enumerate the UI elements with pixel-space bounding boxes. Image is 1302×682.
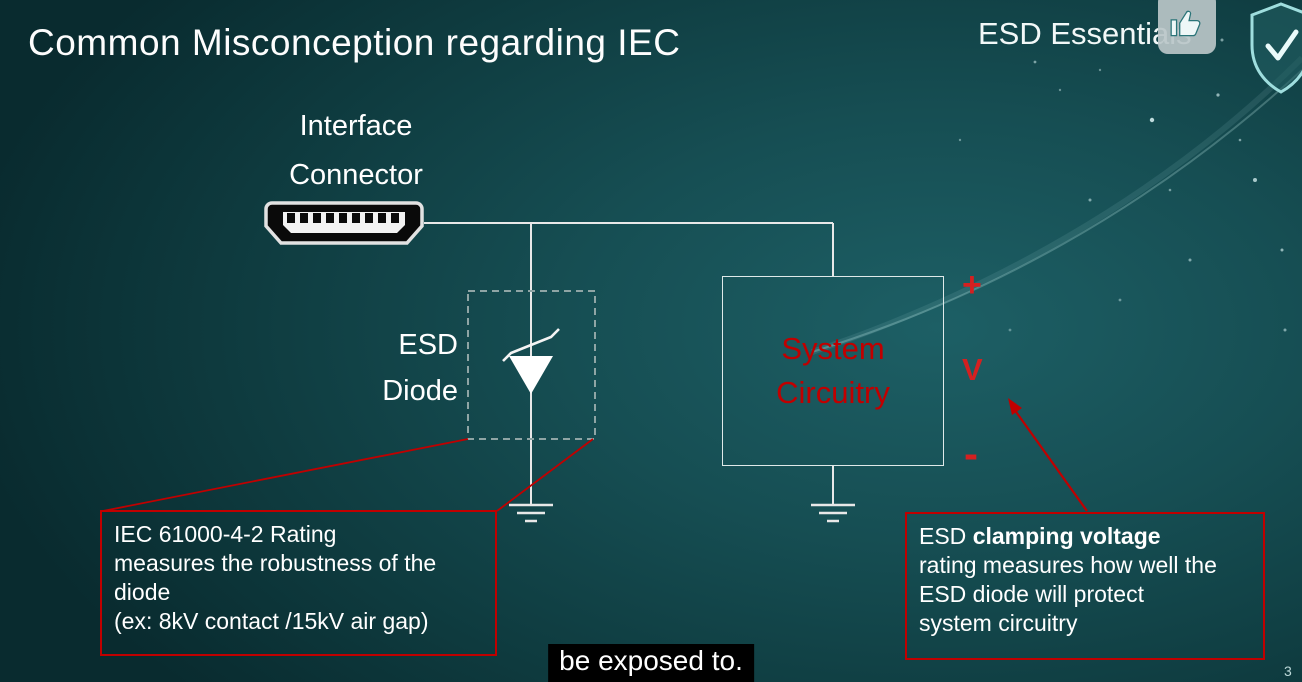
system-circuitry-line2: Circuitry xyxy=(776,375,890,410)
esd-diode-symbol xyxy=(502,328,560,394)
clamping-line4: system circuitry xyxy=(919,610,1078,636)
diode-dashed-box xyxy=(467,290,596,440)
clamping-line3: ESD diode will protect xyxy=(919,581,1144,607)
thumbs-up-icon xyxy=(1170,10,1201,37)
esd-diode-label-line1: ESD xyxy=(398,329,458,361)
brand-title: ESD Essentials xyxy=(978,16,1192,51)
thumbs-up-button[interactable] xyxy=(1158,0,1216,54)
shield-icon xyxy=(1244,0,1302,100)
iec-rating-line2: measures the robustness of the xyxy=(114,550,437,576)
iec-rating-line3: diode xyxy=(114,579,171,605)
polarity-voltage: V xyxy=(962,352,983,387)
system-circuitry-line1: System xyxy=(781,331,885,366)
clamping-arrow xyxy=(1008,398,1088,512)
hdmi-connector-icon xyxy=(264,201,424,245)
esd-diode-label-line2: Diode xyxy=(382,375,458,407)
polarity-plus: + xyxy=(962,266,982,304)
clamping-line1-bold: clamping voltage xyxy=(972,523,1161,549)
page-title: Common Misconception regarding IEC xyxy=(28,22,681,63)
clamping-voltage-callout: ESD clamping voltage rating measures how… xyxy=(905,512,1265,660)
page-number: 3 xyxy=(1284,663,1292,679)
iec-rating-callout: IEC 61000-4-2 Rating measures the robust… xyxy=(100,510,497,656)
clamping-line1: ESD clamping voltage xyxy=(919,522,1251,551)
clamping-line1-prefix: ESD xyxy=(919,523,973,549)
iec-rating-line1: IEC 61000-4-2 Rating xyxy=(114,521,337,547)
polarity-minus: - xyxy=(964,430,978,477)
esd-diode-label: ESD Diode xyxy=(348,322,458,414)
subtitle-caption: be exposed to. xyxy=(548,644,754,682)
callout-leader-lines xyxy=(102,438,594,512)
background-arc xyxy=(811,55,1302,355)
clamping-line2: rating measures how well the xyxy=(919,552,1217,578)
interface-connector-label: Interface Connector xyxy=(246,102,466,200)
ground-symbol-left xyxy=(509,503,553,523)
iec-rating-line4: (ex: 8kV contact /15kV air gap) xyxy=(114,608,429,634)
background-stars xyxy=(958,38,1287,332)
interface-connector-label-line2: Connector xyxy=(289,159,423,191)
system-circuitry-box: System Circuitry xyxy=(722,276,944,466)
interface-connector-label-line1: Interface xyxy=(299,110,413,142)
ground-symbol-right xyxy=(811,503,855,523)
